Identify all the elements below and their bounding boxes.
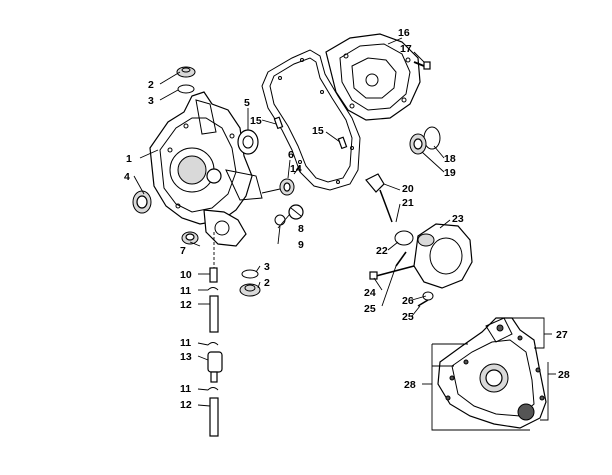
callout-24: 24 — [364, 287, 376, 299]
callout-12-a: 12 — [180, 299, 192, 311]
callout-13: 13 — [180, 351, 192, 363]
callout-16: 16 — [398, 27, 410, 39]
crankcase-housing — [149, 91, 263, 247]
callout-1: 1 — [126, 153, 132, 165]
callout-25-left: 25 — [364, 303, 376, 315]
callout-10: 10 — [180, 269, 192, 281]
callout-3-bottom: 3 — [264, 261, 270, 273]
callout-15-right: 15 — [312, 125, 324, 137]
callout-22: 22 — [376, 245, 388, 257]
callout-labels: 2314515614151617181920212223242526257893… — [124, 27, 570, 411]
callout-5: 5 — [244, 97, 250, 109]
callout-25-right: 25 — [402, 311, 414, 323]
leader-lines — [133, 37, 556, 431]
callout-4: 4 — [124, 171, 130, 183]
callout-20: 20 — [402, 183, 414, 195]
callout-23: 23 — [452, 213, 464, 225]
callout-11-b: 11 — [180, 337, 191, 349]
callout-18: 18 — [444, 153, 456, 165]
cover-plate — [325, 33, 421, 121]
callout-6: 6 — [288, 149, 294, 161]
side-cover — [413, 223, 473, 289]
callout-17: 17 — [400, 43, 412, 55]
callout-14: 14 — [290, 163, 302, 175]
assembled-inset — [437, 317, 547, 429]
callout-2-bottom: 2 — [264, 277, 270, 289]
callout-12-b: 12 — [180, 399, 192, 411]
callout-21: 21 — [402, 197, 414, 209]
callout-11-c: 11 — [180, 383, 191, 395]
callout-9: 9 — [298, 239, 304, 251]
callout-28-left: 28 — [404, 379, 416, 391]
callout-11-a: 11 — [180, 285, 191, 297]
callout-2-top: 2 — [148, 79, 154, 91]
callout-8: 8 — [298, 223, 304, 235]
callout-26: 26 — [402, 295, 414, 307]
callout-28-right: 28 — [558, 369, 570, 381]
callout-15-left: 15 — [250, 115, 262, 127]
callout-7: 7 — [180, 245, 186, 257]
callout-19: 19 — [444, 167, 456, 179]
callout-27: 27 — [556, 329, 568, 341]
callout-3-top: 3 — [148, 95, 154, 107]
